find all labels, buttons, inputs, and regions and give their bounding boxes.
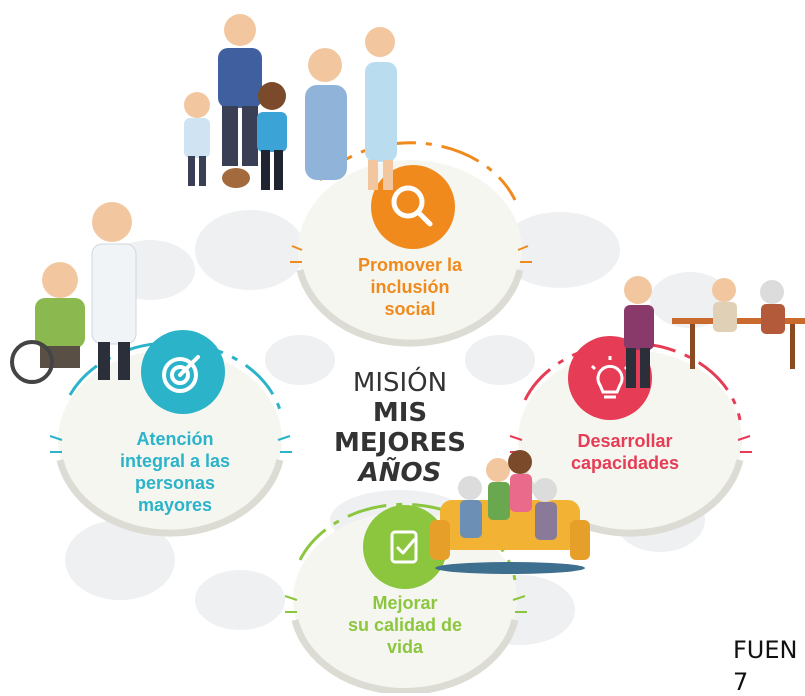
- doctor-and-patient-illustration-icon: [10, 202, 137, 384]
- label-line: Mejorar: [372, 593, 438, 613]
- label-line: inclusión: [370, 277, 450, 297]
- mission-title: MISIÓN: [352, 368, 448, 398]
- mission-label-calidad: Mejorar su calidad de vida: [315, 592, 495, 658]
- label-line: capacidades: [570, 453, 680, 473]
- program-name-line-1: MIS: [372, 398, 428, 428]
- label-line: integral a las: [119, 451, 231, 471]
- mission-label-capacidades: Desarrollar capacidades: [545, 430, 705, 474]
- label-line: Desarrollar: [577, 431, 673, 451]
- mission-label-inclusion: Promover la inclusión social: [320, 254, 500, 320]
- label-line: mayores: [137, 495, 213, 515]
- label-line: personas: [134, 473, 216, 493]
- target-icon: [162, 355, 200, 393]
- program-name-line-2: MEJORES: [334, 428, 466, 458]
- footer-text-line-1: FUEN: [733, 636, 798, 664]
- label-line: Atención: [136, 429, 214, 449]
- checklist-icon: [390, 530, 418, 564]
- label-line: vida: [386, 637, 424, 657]
- family-illustration-icon: [184, 14, 397, 190]
- program-name-line-3: AÑOS: [358, 458, 442, 488]
- mission-circle-left: [49, 341, 292, 537]
- classroom-illustration-icon: [624, 276, 805, 388]
- footer-text-line-2: 7: [733, 668, 749, 696]
- magnifier-icon: [391, 185, 433, 227]
- label-line: Promover la: [357, 255, 463, 275]
- sofa-family-illustration-icon: [430, 450, 590, 574]
- label-line: su calidad de: [347, 615, 463, 635]
- label-line: social: [384, 299, 436, 319]
- mission-label-atencion: Atención integral a las personas mayores: [85, 428, 265, 516]
- checklist-icon-bg: [363, 505, 447, 589]
